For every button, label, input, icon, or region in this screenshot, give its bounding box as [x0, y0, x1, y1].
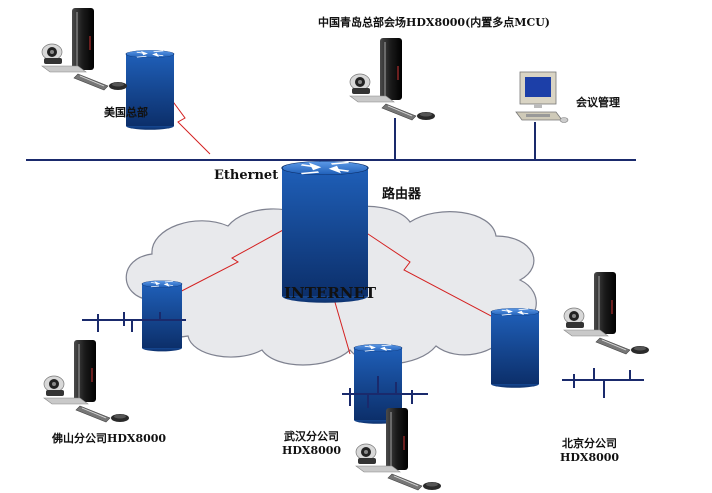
lan-bus-icon: [82, 312, 644, 408]
ethernet-label: Ethernet: [214, 168, 279, 183]
qingdao-video-codec-icon: [349, 37, 436, 121]
internet-label: INTERNET: [284, 284, 377, 302]
us-hq-label: 美国总部: [104, 106, 148, 119]
us-video-codec-icon: [41, 7, 128, 91]
foshan-branch-label: 佛山分公司HDX8000: [52, 432, 167, 445]
beijing-branch-name: 北京分公司: [562, 437, 618, 450]
router-label: 路由器: [382, 187, 422, 202]
wuhan-branch-label: 武汉分公司 HDX8000: [282, 430, 341, 458]
pc-terminal-icon: [515, 71, 569, 123]
beijing-router-icon: [489, 307, 541, 389]
foshan-video-codec-icon: [43, 339, 130, 423]
conference-management-label: 会议管理: [576, 96, 620, 109]
beijing-branch-label: 北京分公司 HDX8000: [560, 437, 619, 465]
foshan-router-icon: [141, 279, 183, 353]
beijing-video-codec-icon: [563, 271, 650, 355]
beijing-branch-model: HDX8000: [560, 451, 620, 464]
qingdao-hq-label: 中国青岛总部会场HDX8000(内置多点MCU): [318, 16, 551, 29]
main-router-icon: [280, 159, 370, 305]
wuhan-branch-name: 武汉分公司: [284, 430, 340, 443]
wuhan-branch-model: HDX8000: [282, 444, 342, 457]
